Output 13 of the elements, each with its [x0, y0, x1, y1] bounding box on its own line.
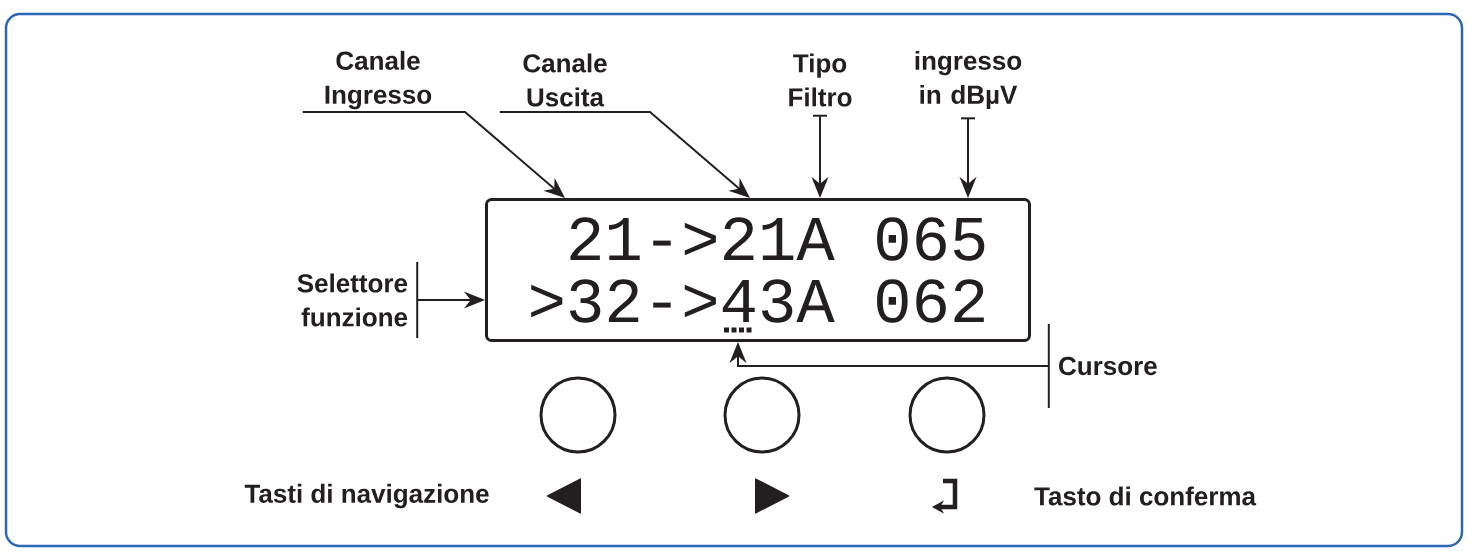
leader-arrow — [729, 323, 1050, 409]
callout-label: Selettore funzione — [297, 273, 408, 327]
button-caption: Tasto di conferma — [1034, 486, 1257, 506]
button-caption: Tasti di navigazione — [244, 483, 489, 509]
callout-label: Tipo Filtro — [789, 53, 852, 107]
push-button — [908, 376, 986, 454]
callout-label: Cursore — [1059, 356, 1157, 376]
callout-label: Canale Uscita — [523, 53, 607, 107]
lcd-display: 21->21A 065 >32->43A 062 — [485, 198, 1031, 342]
push-button — [723, 376, 801, 454]
push-button — [539, 376, 617, 454]
callout-label: ingresso in dBµV — [915, 50, 1022, 110]
callout-label: Canale Ingresso — [325, 50, 432, 110]
